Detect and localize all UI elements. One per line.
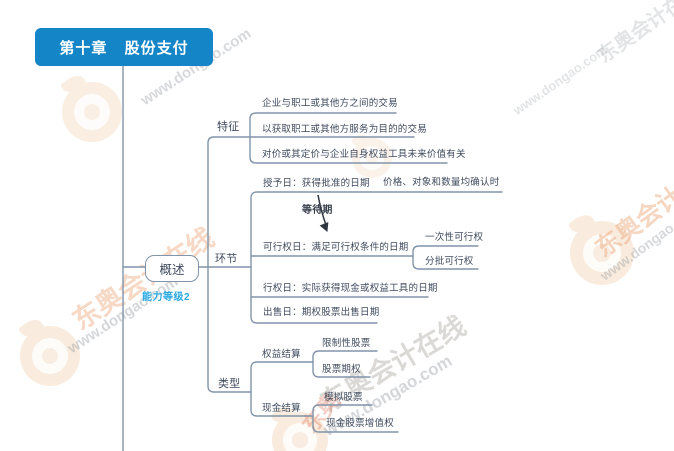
node-grant-date[interactable]: 授予日：获得批准的日期 — [263, 178, 370, 189]
annotation-vesting-period[interactable]: 等待期 — [302, 205, 333, 216]
node-transaction-parties[interactable]: 企业与职工或其他方之间的交易 — [262, 98, 398, 109]
root-node-overview[interactable]: 概述 — [145, 255, 199, 282]
node-share-options[interactable]: 股票期权 — [322, 364, 361, 375]
vesting-period-arrow-icon — [317, 194, 329, 232]
branch-characteristics[interactable]: 特征 — [217, 121, 240, 133]
node-equity-value-linked[interactable]: 对价或其定价与企业自身权益工具未来价值有关 — [262, 149, 466, 160]
ability-level-badge: 能力等级2 — [142, 292, 191, 303]
node-batch-exercisable[interactable]: 分批可行权 — [425, 256, 474, 267]
chapter-title[interactable]: 第十章 股份支付 — [35, 28, 213, 66]
branch-stages[interactable]: 环节 — [215, 253, 238, 265]
node-equity-settled[interactable]: 权益结算 — [262, 349, 301, 360]
node-cash-sar[interactable]: 现金股票增值权 — [326, 418, 394, 429]
node-grant-date-confirmed[interactable]: 价格、对象和数量均确认时 — [383, 177, 500, 188]
node-cash-settled[interactable]: 现金结算 — [262, 403, 301, 414]
node-sale-date[interactable]: 出售日：期权股票出售日期 — [263, 307, 380, 318]
node-phantom-shares[interactable]: 模拟股票 — [324, 392, 363, 403]
branch-types[interactable]: 类型 — [218, 378, 241, 390]
node-service-purpose[interactable]: 以获取职工或其他方服务为目的的交易 — [262, 124, 427, 135]
node-exercise-date[interactable]: 行权日：实际获得现金或权益工具的日期 — [263, 283, 438, 294]
node-one-time-exercisable[interactable]: 一次性可行权 — [425, 232, 484, 243]
node-exercisable-date[interactable]: 可行权日：满足可行权条件的日期 — [263, 242, 409, 253]
node-restricted-shares[interactable]: 限制性股票 — [322, 338, 371, 349]
